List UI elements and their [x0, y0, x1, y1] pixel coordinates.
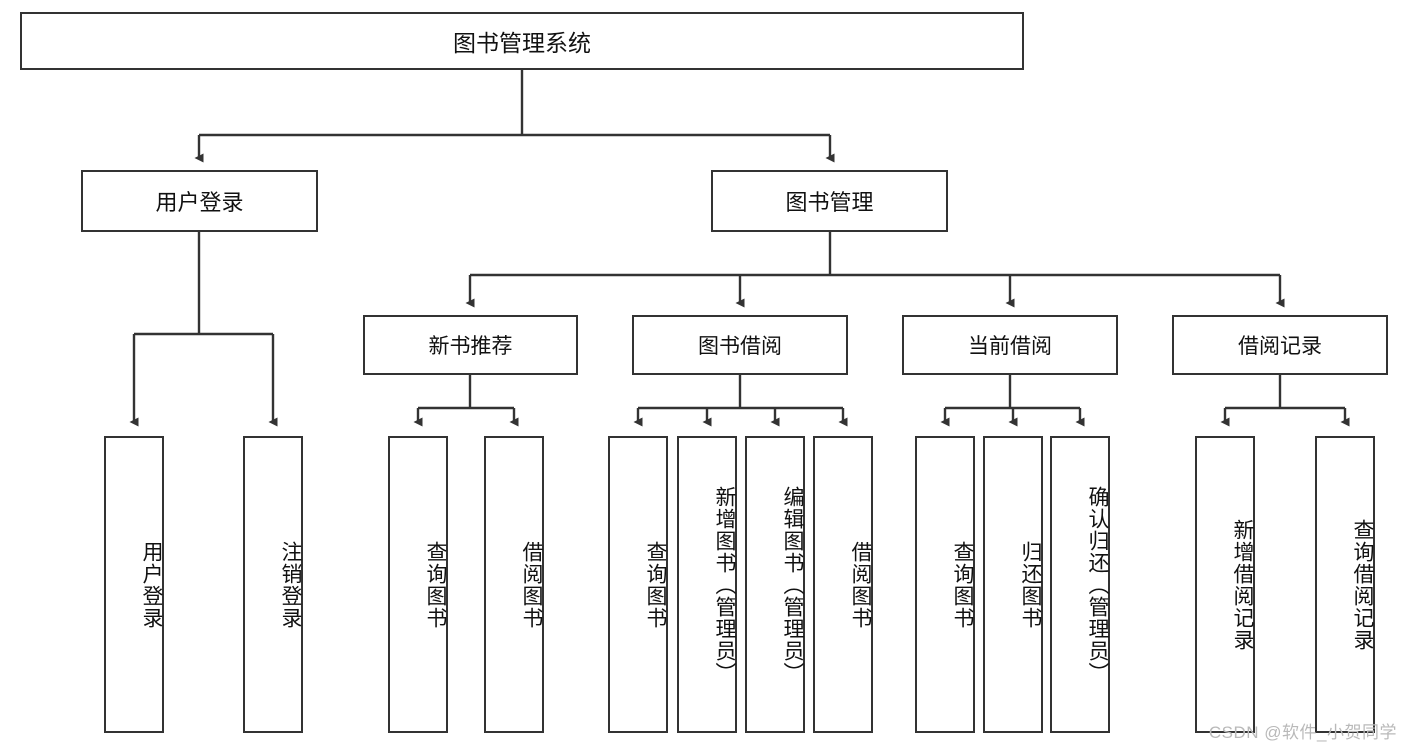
leaf-book-borrow-add-book-admin[interactable]: 新增图书（管理员）: [677, 436, 737, 733]
node-book-borrow[interactable]: 图书借阅: [632, 315, 848, 375]
leaf-book-borrow-edit-book-admin[interactable]: 编辑图书（管理员）: [745, 436, 805, 733]
node-label: 查询借阅记录: [1351, 518, 1374, 651]
leaf-current-borrow-return-book[interactable]: 归还图书: [983, 436, 1043, 733]
leaf-book-borrow-query-book[interactable]: 查询图书: [608, 436, 668, 733]
node-new-book-recommend[interactable]: 新书推荐: [363, 315, 578, 375]
leaf-borrow-record-add-record[interactable]: 新增借阅记录: [1195, 436, 1255, 733]
leaf-borrow-record-query-record[interactable]: 查询借阅记录: [1315, 436, 1375, 733]
node-label: 查询图书: [644, 540, 667, 629]
node-label: 用户登录: [140, 540, 163, 629]
node-label: 用户登录: [155, 190, 244, 215]
node-label: 新增图书（管理员）: [713, 485, 736, 684]
node-label: 编辑图书（管理员）: [781, 485, 804, 684]
node-current-borrow[interactable]: 当前借阅: [902, 315, 1118, 375]
node-book-management[interactable]: 图书管理: [711, 170, 948, 232]
node-label: 借阅图书: [849, 540, 872, 629]
node-label: 确认归还（管理员）: [1086, 485, 1109, 684]
node-label: 当前借阅: [968, 335, 1052, 358]
csdn-watermark: CSDN @软件_小贺同学: [1208, 723, 1397, 742]
node-label: 归还图书: [1019, 540, 1042, 629]
node-label: 新书推荐: [428, 335, 513, 358]
node-borrow-record[interactable]: 借阅记录: [1172, 315, 1388, 375]
node-label: 新增借阅记录: [1231, 518, 1254, 651]
leaf-new-book-borrow-book[interactable]: 借阅图书: [484, 436, 544, 733]
node-label: 借阅记录: [1238, 335, 1322, 358]
leaf-book-borrow-borrow-book[interactable]: 借阅图书: [813, 436, 873, 733]
node-user-login[interactable]: 用户登录: [81, 170, 318, 232]
node-label: 图书管理: [785, 190, 874, 215]
node-root-book-management-system[interactable]: 图书管理系统: [20, 12, 1024, 70]
leaf-new-book-query-book[interactable]: 查询图书: [388, 436, 448, 733]
node-label: 查询图书: [951, 540, 974, 629]
node-label: 借阅图书: [520, 540, 543, 629]
node-label: 图书管理系统: [453, 30, 591, 56]
node-label: 图书借阅: [698, 335, 782, 358]
leaf-current-borrow-confirm-return-admin[interactable]: 确认归还（管理员）: [1050, 436, 1110, 733]
node-label: 查询图书: [424, 540, 447, 629]
node-label: 注销登录: [279, 540, 302, 629]
leaf-current-borrow-query-book[interactable]: 查询图书: [915, 436, 975, 733]
leaf-user-login-login[interactable]: 用户登录: [104, 436, 164, 733]
leaf-user-login-logout[interactable]: 注销登录: [243, 436, 303, 733]
